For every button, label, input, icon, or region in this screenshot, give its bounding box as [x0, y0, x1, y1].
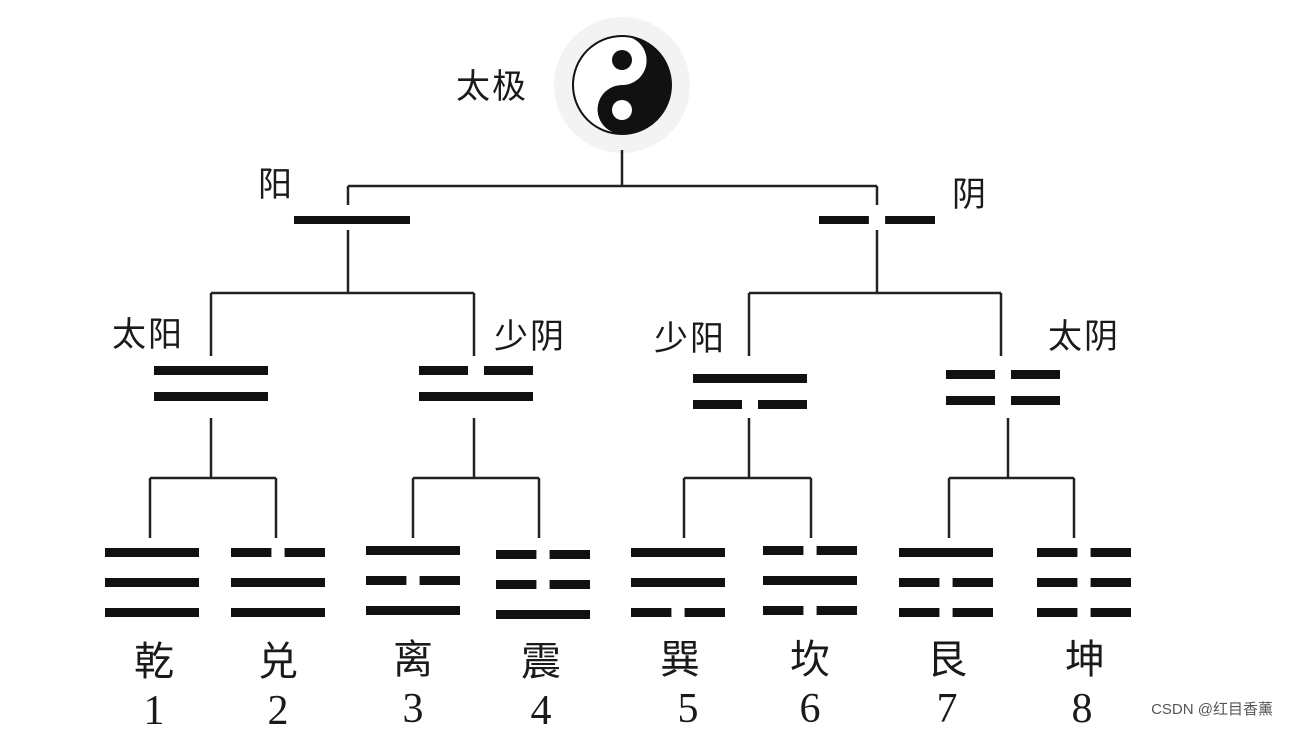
yang-line	[366, 606, 460, 615]
yin-line-half	[1037, 548, 1078, 557]
yin-line-half	[1037, 578, 1078, 587]
yin-line-half	[757, 400, 807, 409]
level2-symbol-2	[419, 366, 533, 401]
level1-symbol-2	[819, 216, 935, 224]
yin-line-half	[816, 606, 857, 615]
trigram-number-5: 5	[677, 686, 699, 732]
yang-line	[105, 578, 199, 587]
trigram-name-kun: 坤	[1065, 637, 1105, 683]
yang-line	[631, 578, 725, 587]
yin-line-half	[816, 546, 857, 555]
yao-lines	[105, 216, 1131, 619]
yang-line	[231, 578, 325, 587]
yang-line	[231, 608, 325, 617]
watermark: CSDN @红目香薰	[1151, 701, 1273, 718]
yin-line-half	[1037, 608, 1078, 617]
yang-line	[366, 546, 460, 555]
trigram-name-qian: 乾	[134, 639, 174, 685]
trigram-number-7: 7	[936, 686, 958, 732]
trigram-name-li: 离	[393, 637, 433, 683]
yin-line-half	[1090, 548, 1131, 557]
trigram-number-4: 4	[530, 688, 552, 734]
connector-lines	[148, 150, 1076, 538]
yang-line	[154, 392, 268, 401]
yin-line-half	[946, 370, 996, 379]
trigram-name-zhen: 震	[521, 639, 561, 685]
yin-line-half	[366, 576, 407, 585]
taiyin-label: 太阴	[1048, 317, 1120, 357]
taiji-yin-yang-icon	[554, 17, 690, 153]
yin-line-half	[684, 608, 725, 617]
yin-line-half	[819, 216, 869, 224]
level2-symbol-4	[946, 370, 1060, 405]
trigram-number-1: 1	[143, 688, 165, 734]
trigram-symbol-8	[1037, 548, 1131, 617]
yin-line-half	[763, 606, 804, 615]
yin-line-half	[419, 366, 469, 375]
trigram-symbol-7	[899, 548, 993, 617]
shaoyin-label: 少阴	[494, 317, 566, 357]
trigram-symbol-2	[231, 548, 325, 617]
yang-line	[631, 548, 725, 557]
yang-line	[105, 608, 199, 617]
yin-line-half	[496, 550, 537, 559]
level2-symbol-3	[693, 374, 807, 409]
taiji-label: 太极	[456, 67, 528, 107]
yin-line-half	[899, 608, 940, 617]
trigram-symbol-5	[631, 548, 725, 617]
yang-line	[419, 392, 533, 401]
yang-line	[693, 374, 807, 383]
yin-line-half	[1010, 370, 1060, 379]
yang-label: 阳	[258, 165, 294, 205]
yin-line-half	[496, 580, 537, 589]
level1-symbol-1	[294, 216, 410, 224]
yang-line	[763, 576, 857, 585]
yin-line-half	[284, 548, 325, 557]
trigram-name-xun: 巽	[660, 637, 700, 683]
yin-line-half	[1090, 608, 1131, 617]
yang-line	[154, 366, 268, 375]
taiyang-label: 太阳	[112, 315, 184, 355]
trigram-number-2: 2	[267, 688, 289, 734]
yin-line-half	[631, 608, 672, 617]
yin-line-half	[483, 366, 533, 375]
shaoyang-label: 少阳	[654, 319, 726, 359]
yin-line-half	[419, 576, 460, 585]
yin-line-half	[1090, 578, 1131, 587]
trigram-symbol-3	[366, 546, 460, 615]
yin-line-half	[952, 578, 993, 587]
yin-line-half	[763, 546, 804, 555]
yin-line-half	[885, 216, 935, 224]
yin-line-half	[1010, 396, 1060, 405]
yin-line-half	[549, 550, 590, 559]
yin-line-half	[946, 396, 996, 405]
yang-line	[294, 216, 410, 224]
level2-symbol-1	[154, 366, 268, 401]
trigram-name-kan: 坎	[790, 637, 830, 683]
trigram-symbol-6	[763, 546, 857, 615]
yin-line-half	[899, 578, 940, 587]
trigram-symbol-1	[105, 548, 199, 617]
trigram-number-3: 3	[402, 686, 424, 732]
trigram-symbol-4	[496, 550, 590, 619]
yang-line	[105, 548, 199, 557]
trigram-number-8: 8	[1071, 686, 1093, 732]
yin-label: 阴	[952, 175, 988, 215]
trigram-name-dui: 兑	[258, 639, 298, 685]
trigram-number-6: 6	[799, 686, 821, 732]
yin-line-half	[952, 608, 993, 617]
yang-line	[899, 548, 993, 557]
trigram-name-gen: 艮	[927, 637, 967, 683]
yin-line-half	[693, 400, 743, 409]
yin-line-half	[549, 580, 590, 589]
yang-line	[496, 610, 590, 619]
yin-line-half	[231, 548, 272, 557]
